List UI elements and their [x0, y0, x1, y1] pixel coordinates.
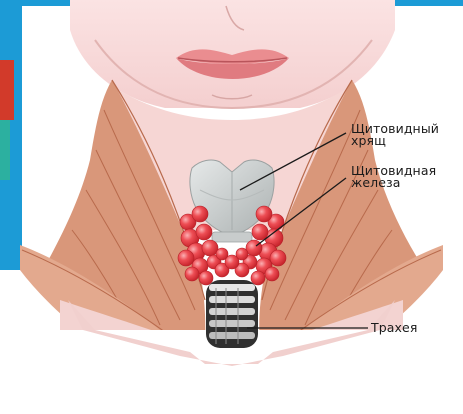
gland-lobule — [216, 248, 228, 260]
trachea — [206, 280, 258, 348]
label-thyroid-cartilage: Щитовидный хрящ — [351, 123, 439, 147]
gland-lobule — [252, 224, 268, 240]
gland-lobule — [251, 271, 265, 285]
gland-lobule — [199, 271, 213, 285]
label-trachea: Трахея — [371, 322, 417, 334]
gland-lobule — [236, 248, 248, 260]
gland-lobule — [265, 267, 279, 281]
gland-lobule — [270, 250, 286, 266]
gland-lobule — [246, 240, 262, 256]
gland-lobule — [256, 206, 272, 222]
gland-lobule — [185, 267, 199, 281]
gland-lobule — [202, 240, 218, 256]
gland-lobule — [192, 206, 208, 222]
gland-lobule — [178, 250, 194, 266]
label-thyroid-gland: Щитовидная железа — [351, 165, 436, 189]
gland-lobule — [196, 224, 212, 240]
